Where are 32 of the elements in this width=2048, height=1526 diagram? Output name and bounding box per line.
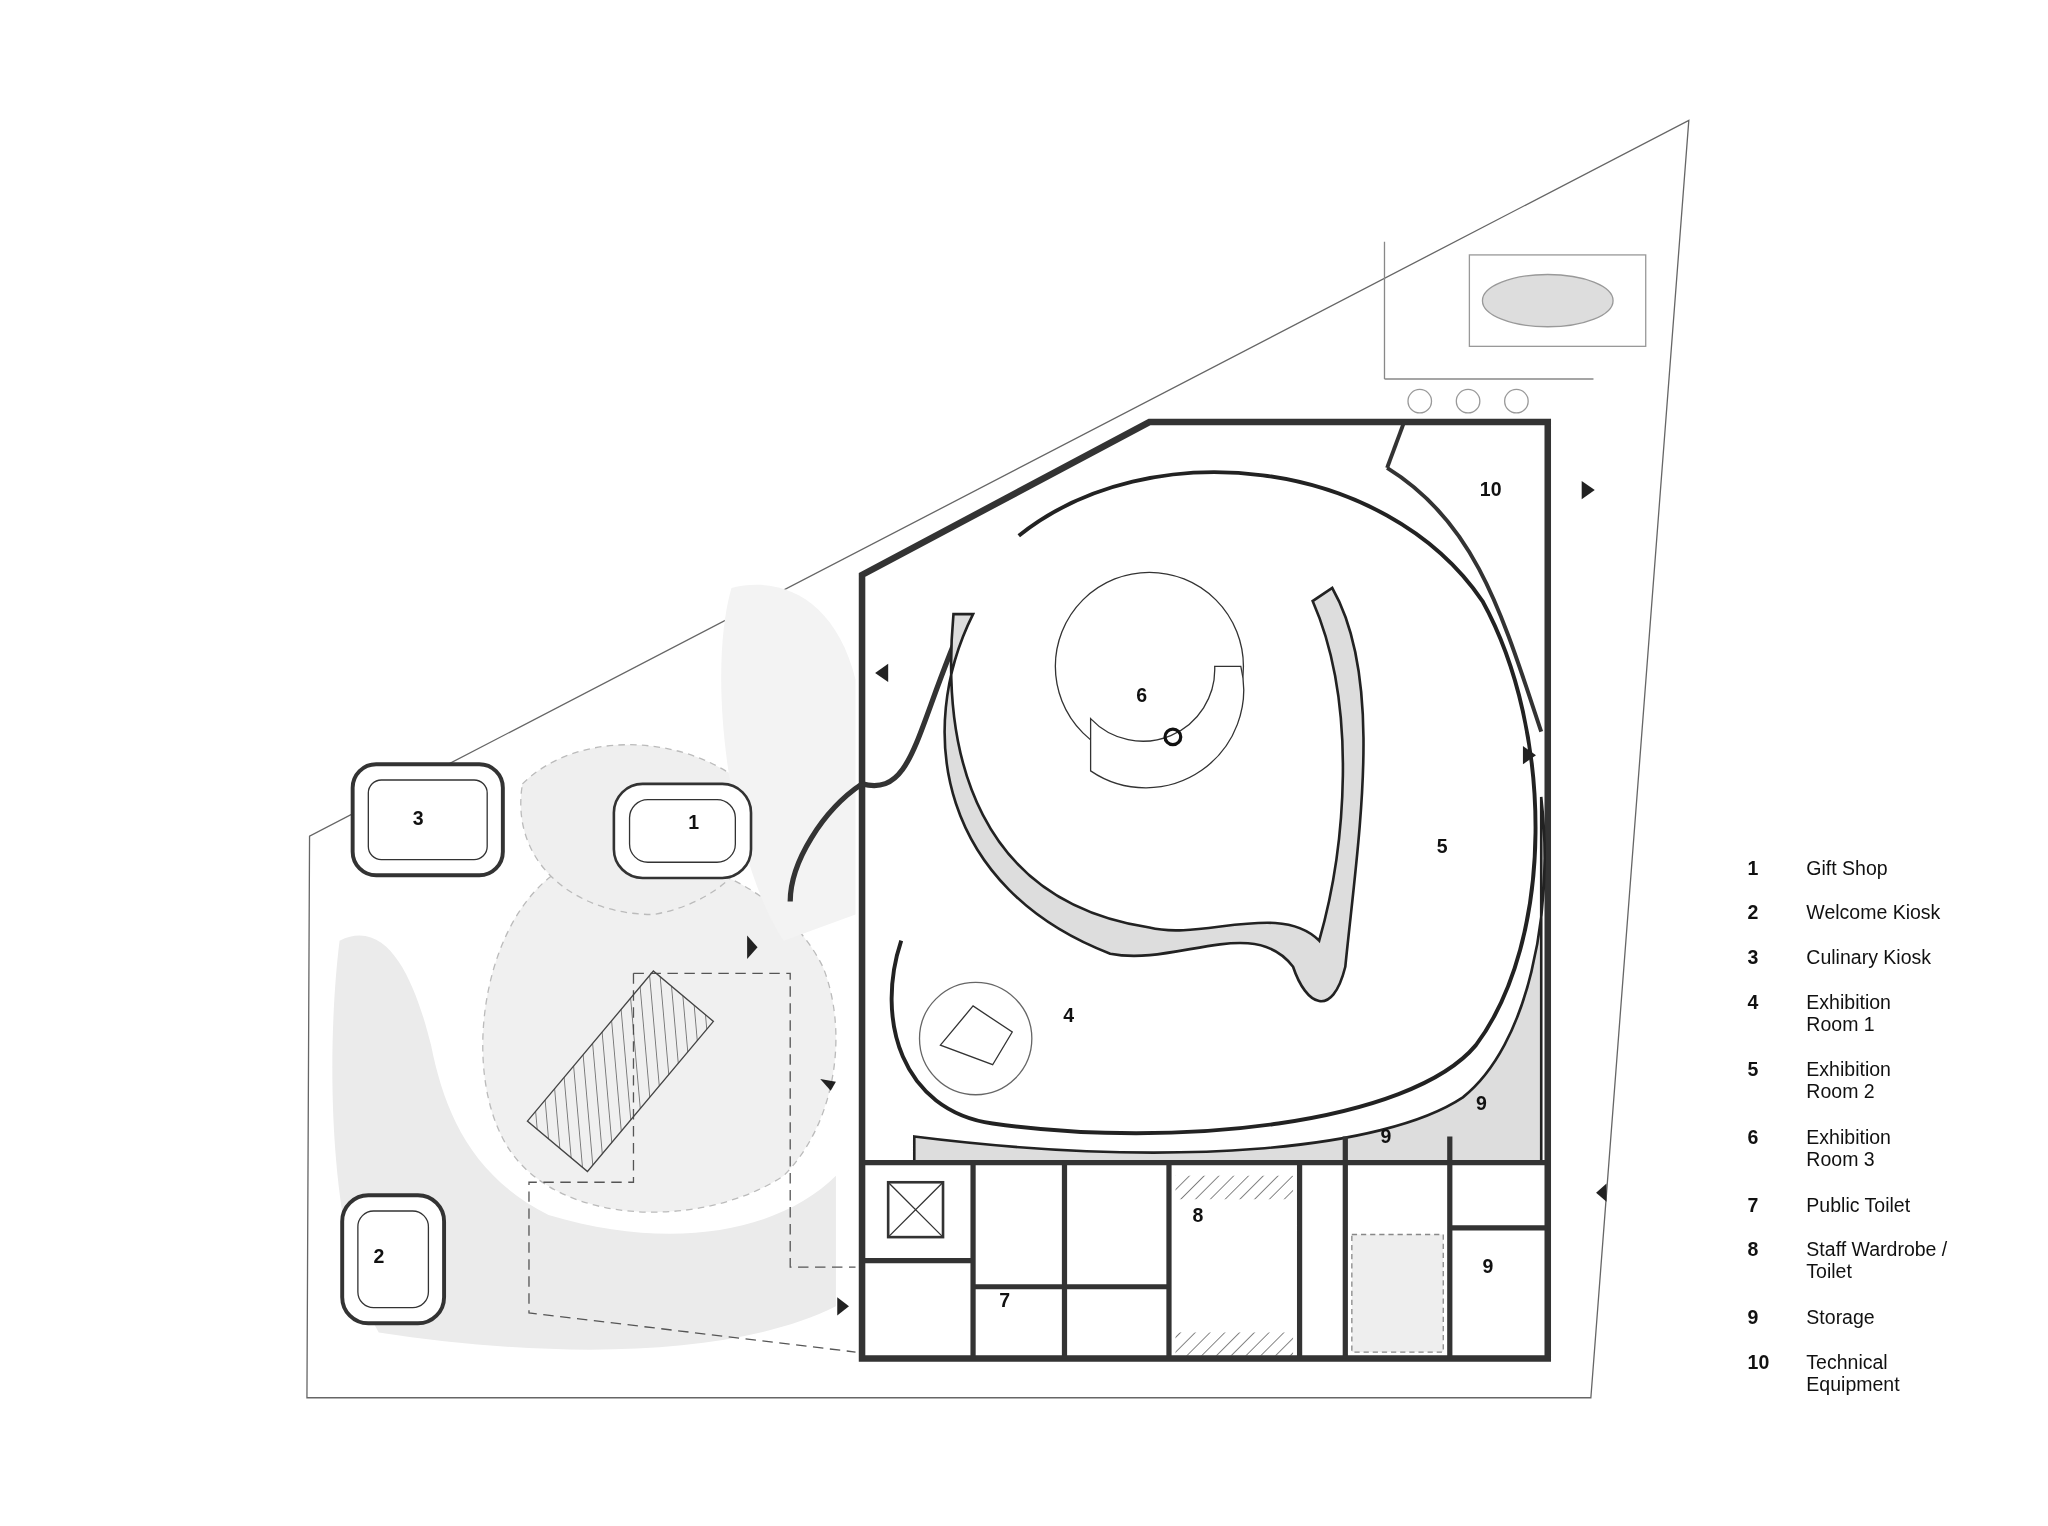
key-number: 8 — [1747, 1238, 1759, 1261]
room-name: Welcome Kiosk — [1806, 901, 1942, 924]
room-name: Exhibition Room 1 — [1806, 991, 1892, 1036]
key-number: 3 — [1747, 945, 1759, 968]
room-number: 2 — [373, 1244, 385, 1267]
room-name: Gift Shop — [1806, 856, 1889, 879]
room-number: 1 — [688, 811, 700, 834]
room-name: Storage — [1806, 1306, 1876, 1329]
room-number: 9 — [1380, 1124, 1392, 1147]
key-number: 1 — [1747, 856, 1759, 879]
key-number: 9 — [1747, 1306, 1759, 1329]
room-name: Technical Equipment — [1806, 1350, 1901, 1395]
room-number: 9 — [1482, 1255, 1494, 1278]
key-number: 6 — [1747, 1125, 1759, 1148]
room-number: 6 — [1136, 684, 1148, 707]
key-number: 7 — [1747, 1193, 1759, 1216]
room-number: 10 — [1479, 478, 1502, 501]
room-name: Culinary Kiosk — [1806, 945, 1932, 968]
room-number: 7 — [999, 1289, 1011, 1312]
room-name: Public Toilet — [1806, 1193, 1912, 1216]
room-name: Staff Wardrobe / Toilet — [1806, 1238, 1949, 1283]
room-number: 8 — [1192, 1204, 1204, 1227]
room-name: Exhibition Room 3 — [1806, 1125, 1892, 1170]
room-number: 9 — [1475, 1091, 1487, 1114]
key-number: 10 — [1747, 1350, 1770, 1373]
key-number: 2 — [1747, 901, 1759, 924]
room-name: Exhibition Room 2 — [1806, 1057, 1892, 1102]
key-number: 4 — [1747, 991, 1759, 1014]
room-number: 4 — [1063, 1004, 1075, 1027]
room-number: 5 — [1436, 834, 1448, 857]
room-number: 3 — [412, 807, 424, 830]
key-number: 5 — [1747, 1057, 1759, 1080]
